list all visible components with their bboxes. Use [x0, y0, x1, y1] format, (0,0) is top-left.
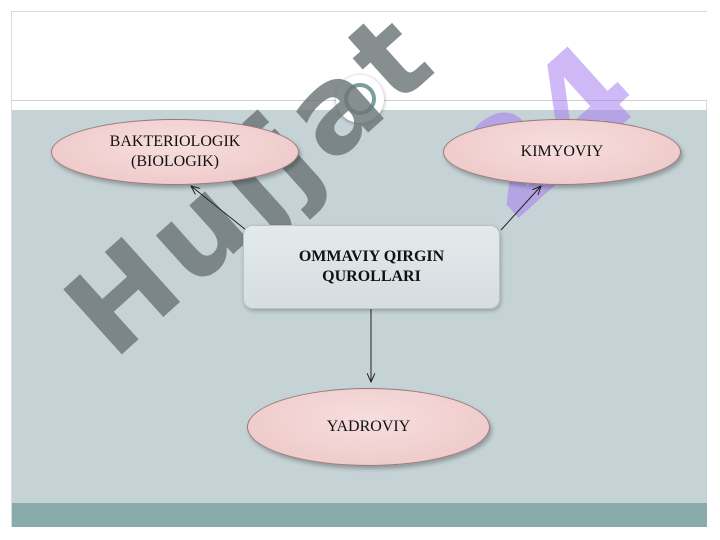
- slide-footer-bar: [12, 503, 707, 527]
- connector-to-chemical: [500, 186, 541, 231]
- node-nuclear: YADROVIY: [247, 388, 490, 466]
- node-chemical: KIMYOVIY: [443, 119, 681, 185]
- center-node: OMMAVIY QIRGIN QUROLLARI: [243, 225, 500, 309]
- node-biological: BAKTERIOLOGIK (BIOLOGIK): [51, 119, 299, 185]
- header-circle-ornament-icon: [336, 75, 384, 123]
- connector-to-biological: [191, 186, 247, 231]
